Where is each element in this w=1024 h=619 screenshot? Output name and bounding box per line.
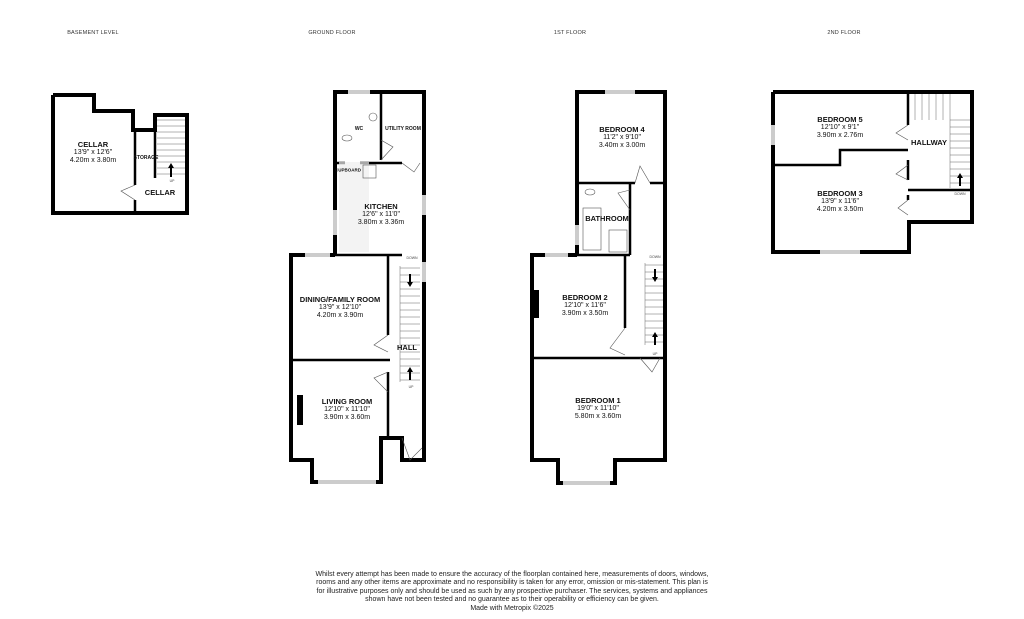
room-imperial: 13'9" x 12'10" bbox=[318, 304, 362, 311]
label-down: DOWN bbox=[649, 255, 661, 259]
room-name: BATHROOM bbox=[585, 214, 629, 223]
room-metric: 5.80m x 3.60m bbox=[574, 413, 622, 420]
room-bathroom: BATHROOM bbox=[585, 215, 629, 223]
label-storage: STORAGE bbox=[133, 155, 159, 161]
room-metric: 4.20m x 3.90m bbox=[316, 312, 364, 319]
room-imperial: 12'10" x 9'1" bbox=[820, 124, 860, 131]
room-name: BEDROOM 3 bbox=[817, 189, 863, 198]
room-name: HALLWAY bbox=[911, 138, 947, 147]
room-imperial: 12'10" x 11'6" bbox=[564, 302, 606, 309]
room-name: BEDROOM 5 bbox=[817, 115, 863, 124]
room-name: BEDROOM 2 bbox=[562, 293, 608, 302]
room-metric: 4.20m x 3.50m bbox=[816, 206, 864, 213]
room-metric: 3.90m x 2.76m bbox=[816, 132, 864, 139]
room-imperial: 19'0" x 11'10" bbox=[577, 405, 619, 412]
first-floor-plan bbox=[530, 90, 667, 485]
level-title-ground: GROUND FLOOR bbox=[308, 30, 356, 36]
credit-text: Made with Metropix ©2025 bbox=[470, 604, 554, 612]
label-utility-room: UTILITY ROOM bbox=[385, 126, 421, 132]
room-metric: 4.20m x 3.80m bbox=[69, 157, 117, 164]
label-up: UP bbox=[652, 352, 658, 356]
room-name: HALL bbox=[397, 343, 417, 352]
room-imperial: 11'2" x 9'10" bbox=[603, 134, 641, 141]
room-imperial: 12'10" x 11'10" bbox=[324, 406, 370, 413]
room-imperial: 12'6" x 11'0" bbox=[362, 211, 400, 218]
label-hall: HALL bbox=[397, 344, 417, 352]
level-title-first: 1ST FLOOR bbox=[553, 30, 587, 36]
label-wc: WC bbox=[354, 126, 364, 132]
room-imperial: 13'9" x 12'6" bbox=[73, 149, 113, 156]
label-cellar: CELLAR bbox=[145, 189, 175, 197]
second-floor-plan bbox=[771, 90, 974, 254]
room-metric: 3.90m x 3.60m bbox=[323, 414, 371, 421]
room-metric: 3.80m x 3.36m bbox=[357, 219, 405, 226]
room-name: LIVING ROOM bbox=[321, 397, 373, 406]
label-down: DOWN bbox=[406, 256, 418, 260]
room-metric: 3.40m x 3.00m bbox=[598, 142, 646, 149]
room-name: BEDROOM 1 bbox=[575, 396, 621, 405]
room-imperial: 13'9" x 11'6" bbox=[821, 198, 859, 205]
ground-floor-plan bbox=[289, 90, 426, 484]
basement-plan bbox=[51, 93, 189, 215]
label-cupboard: CUPBOARD bbox=[334, 167, 362, 173]
room-name: CELLAR bbox=[77, 140, 109, 149]
disclaimer: Whilst every attempt has been made to en… bbox=[312, 571, 712, 613]
label-up: UP bbox=[169, 179, 175, 183]
label-down: DOWN bbox=[954, 192, 966, 196]
room-name: DINING/FAMILY ROOM bbox=[299, 295, 381, 304]
room-name: CELLAR bbox=[144, 188, 176, 197]
disclaimer-text: Whilst every attempt has been made to en… bbox=[315, 571, 709, 604]
level-title-second: 2ND FLOOR bbox=[827, 30, 861, 36]
room-metric: 3.90m x 3.50m bbox=[561, 310, 609, 317]
level-title-basement: BASEMENT LEVEL bbox=[67, 30, 119, 36]
label-up: UP bbox=[408, 385, 414, 389]
room-name: BEDROOM 4 bbox=[599, 125, 645, 134]
room-name: KITCHEN bbox=[364, 202, 398, 211]
label-hallway: HALLWAY bbox=[911, 139, 947, 147]
